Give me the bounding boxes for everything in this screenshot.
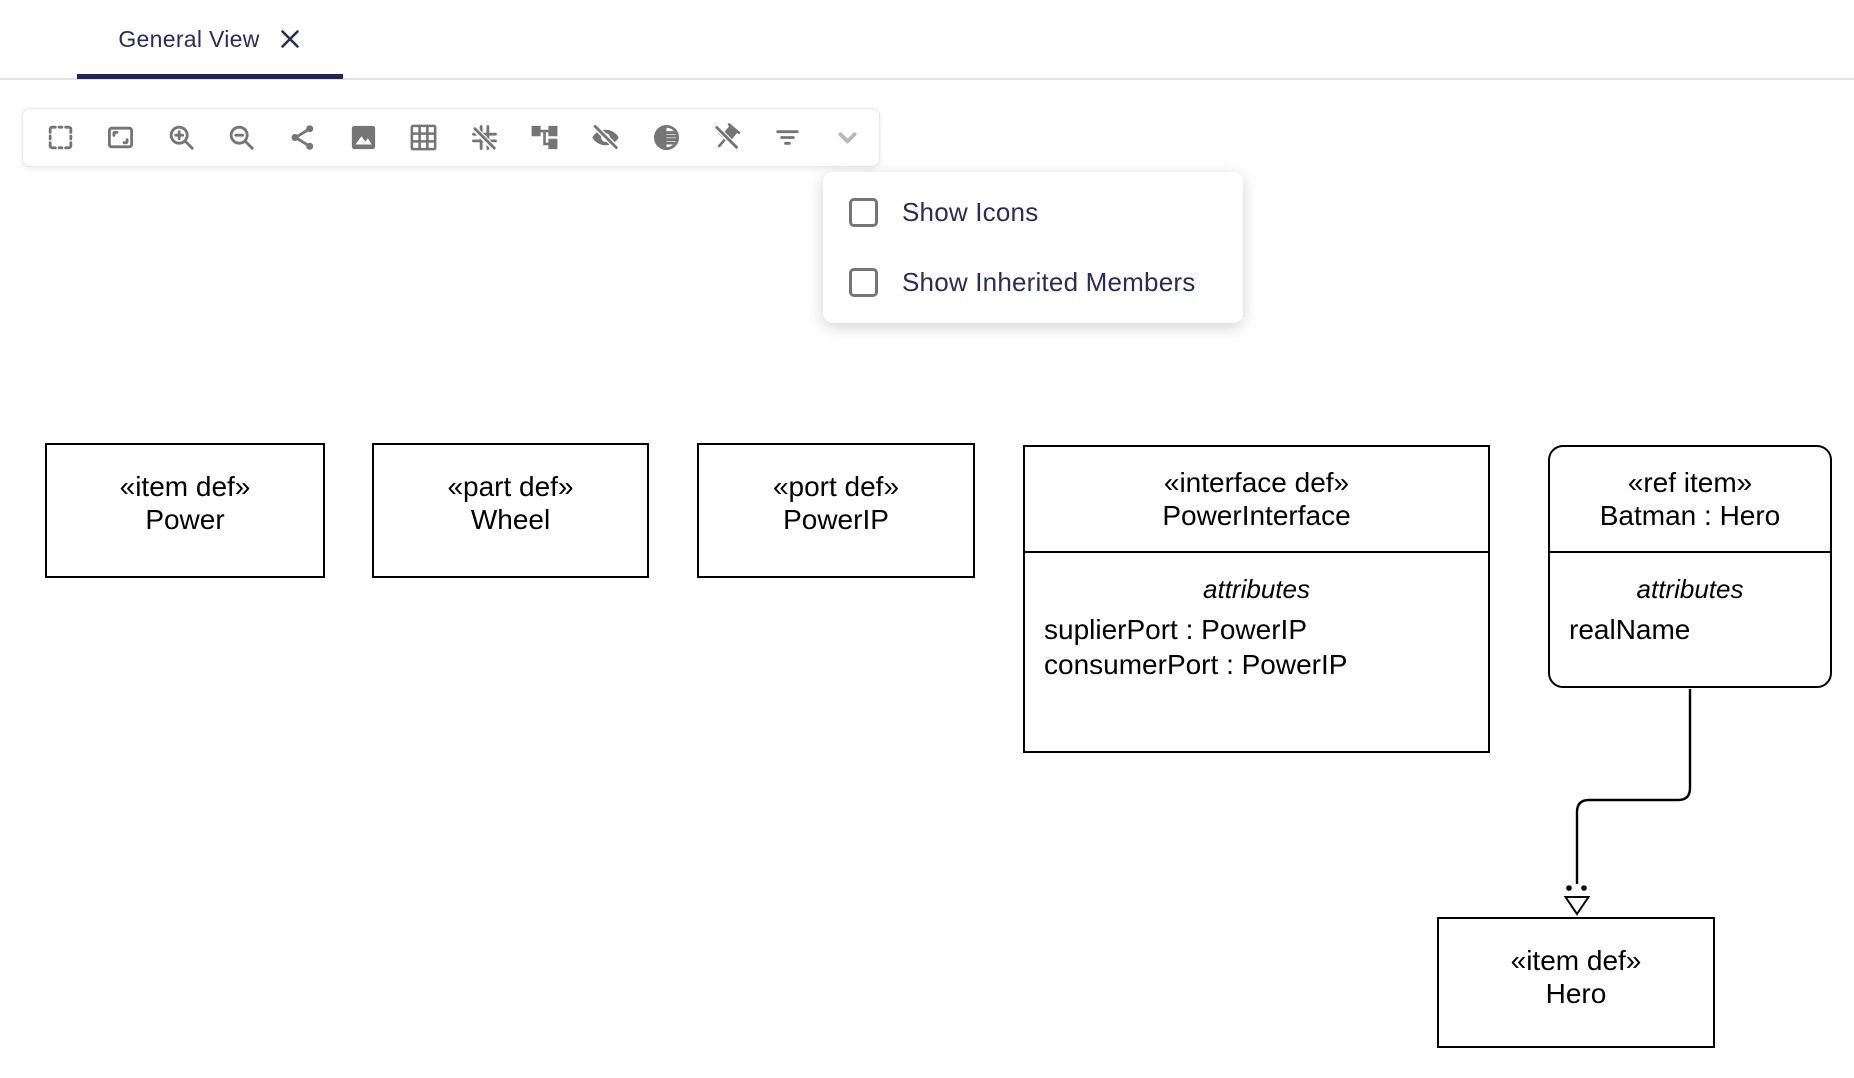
fit-to-screen-icon [108,126,134,149]
fade-elements-icon [653,124,679,151]
node-name: PowerIP [783,504,889,535]
unpin-elements-icon [713,123,741,151]
close-icon[interactable] [278,27,302,51]
node-interface-def-powerinterface[interactable]: «interface def» PowerInterface attribute… [1023,445,1490,753]
tab-general-view[interactable]: General View [77,0,343,78]
snap-to-grid-off-icon [471,125,497,152]
node-ref-item-batman[interactable]: «ref item» Batman : Hero attributes real… [1548,445,1832,688]
node-item-def-hero[interactable]: «item def» Hero [1437,917,1715,1048]
hide-elements-icon [592,123,620,151]
node-stereotype: «item def» [1510,945,1642,976]
hollow-triangle-arrowhead [1563,896,1591,916]
show-inherited-members-label: Show Inherited Members [902,267,1196,298]
arrange-all-icon [531,125,558,150]
filter-button[interactable] [770,121,804,155]
zoom-out-button[interactable] [225,121,259,155]
node-name: Batman : Hero [1599,500,1781,531]
node-name: PowerInterface [1162,500,1351,531]
attribute-item[interactable]: consumerPort : PowerIP [1044,649,1348,680]
zoom-in-icon [169,125,194,150]
unpin-elements-button[interactable] [710,121,744,155]
node-stereotype: «port def» [772,471,900,502]
show-icons-checkbox[interactable] [849,197,878,227]
zoom-in-button[interactable] [164,121,198,155]
fullscreen-button[interactable] [43,121,77,155]
node-stereotype: «ref item» [1627,467,1753,498]
node-header: «ref item» Batman : Hero [1550,447,1830,553]
node-stereotype: «part def» [447,471,574,502]
chevron-down-icon [838,132,857,144]
node-stereotype: «item def» [119,471,251,502]
share-icon [291,125,314,150]
tab-label: General View [118,25,260,52]
typed-by-dot [1566,885,1572,891]
expand-more-button[interactable] [831,121,865,155]
grid-button[interactable] [407,121,441,155]
node-part-def-wheel[interactable]: «part def» Wheel [372,443,649,578]
active-tab-underline [77,74,343,79]
attributes-compartment-label: attributes [1203,574,1310,604]
snap-to-grid-off-button[interactable] [467,121,501,155]
show-icons-option[interactable]: Show Icons [823,182,1243,242]
node-name: Wheel [470,504,551,535]
node-header: «interface def» PowerInterface [1025,447,1488,553]
fit-to-screen-button[interactable] [104,121,138,155]
arrange-all-button[interactable] [528,121,562,155]
node-name: Power [145,504,225,535]
node-port-def-powerip[interactable]: «port def» PowerIP [697,443,975,578]
attributes-compartment-label: attributes [1636,574,1744,604]
show-inherited-members-option[interactable]: Show Inherited Members [823,253,1243,313]
attribute-item[interactable]: realName [1569,614,1691,645]
attributes-list: suplierPort : PowerIP consumerPort : Pow… [1025,612,1488,682]
tab-bar: General View [0,0,1854,80]
view-options-dropdown: Show Icons Show Inherited Members [823,172,1243,323]
typed-by-dot [1581,885,1587,891]
show-inherited-members-checkbox[interactable] [849,268,878,298]
diagram-toolbar [22,108,880,167]
grid-icon [410,124,437,151]
show-icons-label: Show Icons [902,196,1039,227]
typing-edge[interactable] [1575,689,1692,884]
node-name: Hero [1545,978,1607,1009]
share-button[interactable] [285,121,319,155]
hide-elements-button[interactable] [588,121,622,155]
attribute-item[interactable]: suplierPort : PowerIP [1044,614,1307,645]
fullscreen-icon [48,125,72,150]
export-image-icon [351,125,375,150]
fade-elements-button[interactable] [649,121,683,155]
export-image-button[interactable] [346,121,380,155]
node-item-def-power[interactable]: «item def» Power [45,443,325,578]
attributes-list: realName [1550,612,1830,647]
zoom-out-icon [230,125,254,150]
filter-icon [776,130,799,145]
node-stereotype: «interface def» [1163,467,1350,498]
